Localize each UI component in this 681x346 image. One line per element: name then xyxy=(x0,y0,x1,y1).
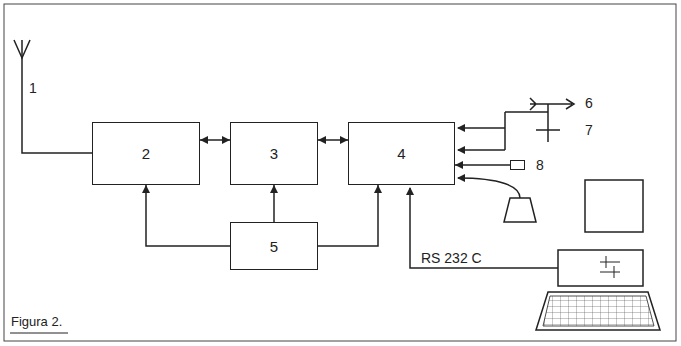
block-box: 5 xyxy=(230,222,318,270)
keyboard-keys xyxy=(543,296,654,326)
block-box: 4 xyxy=(348,122,455,185)
block-number: 4 xyxy=(397,145,405,162)
sensor-wire xyxy=(458,127,505,129)
callout-number: 7 xyxy=(584,122,594,138)
callout-number: 1 xyxy=(28,80,38,96)
block-box: 2 xyxy=(92,122,200,185)
antenna xyxy=(14,40,30,58)
signal-name: RS 232 C xyxy=(420,250,483,266)
sensor-wire xyxy=(505,112,548,150)
connector xyxy=(270,185,278,222)
computer-unit xyxy=(558,250,643,286)
callout-number: 6 xyxy=(584,95,594,111)
sensor-box xyxy=(510,160,525,170)
connector xyxy=(318,185,382,246)
block-number: 2 xyxy=(142,145,150,162)
block-box: 3 xyxy=(230,122,318,185)
connector xyxy=(142,185,230,246)
block-number: 3 xyxy=(270,145,278,162)
connector xyxy=(318,136,348,144)
connector xyxy=(455,161,510,169)
block-number: 5 xyxy=(270,238,278,255)
antenna-feed xyxy=(22,40,92,153)
block-number: 8 xyxy=(536,157,544,173)
keyboard xyxy=(536,292,660,330)
anemometer xyxy=(536,118,560,142)
wind-vane xyxy=(530,98,574,118)
sensor-wire xyxy=(458,149,505,151)
sensor-node: 8 xyxy=(510,160,550,172)
rs232-line xyxy=(410,188,558,268)
connector xyxy=(200,136,230,144)
monitor xyxy=(585,180,643,232)
sensor-wire xyxy=(458,178,520,198)
figure-caption: Figura 2. xyxy=(10,314,63,329)
drive-slot xyxy=(600,256,620,278)
cone-sensor xyxy=(504,198,536,222)
caption-underline xyxy=(10,333,68,334)
